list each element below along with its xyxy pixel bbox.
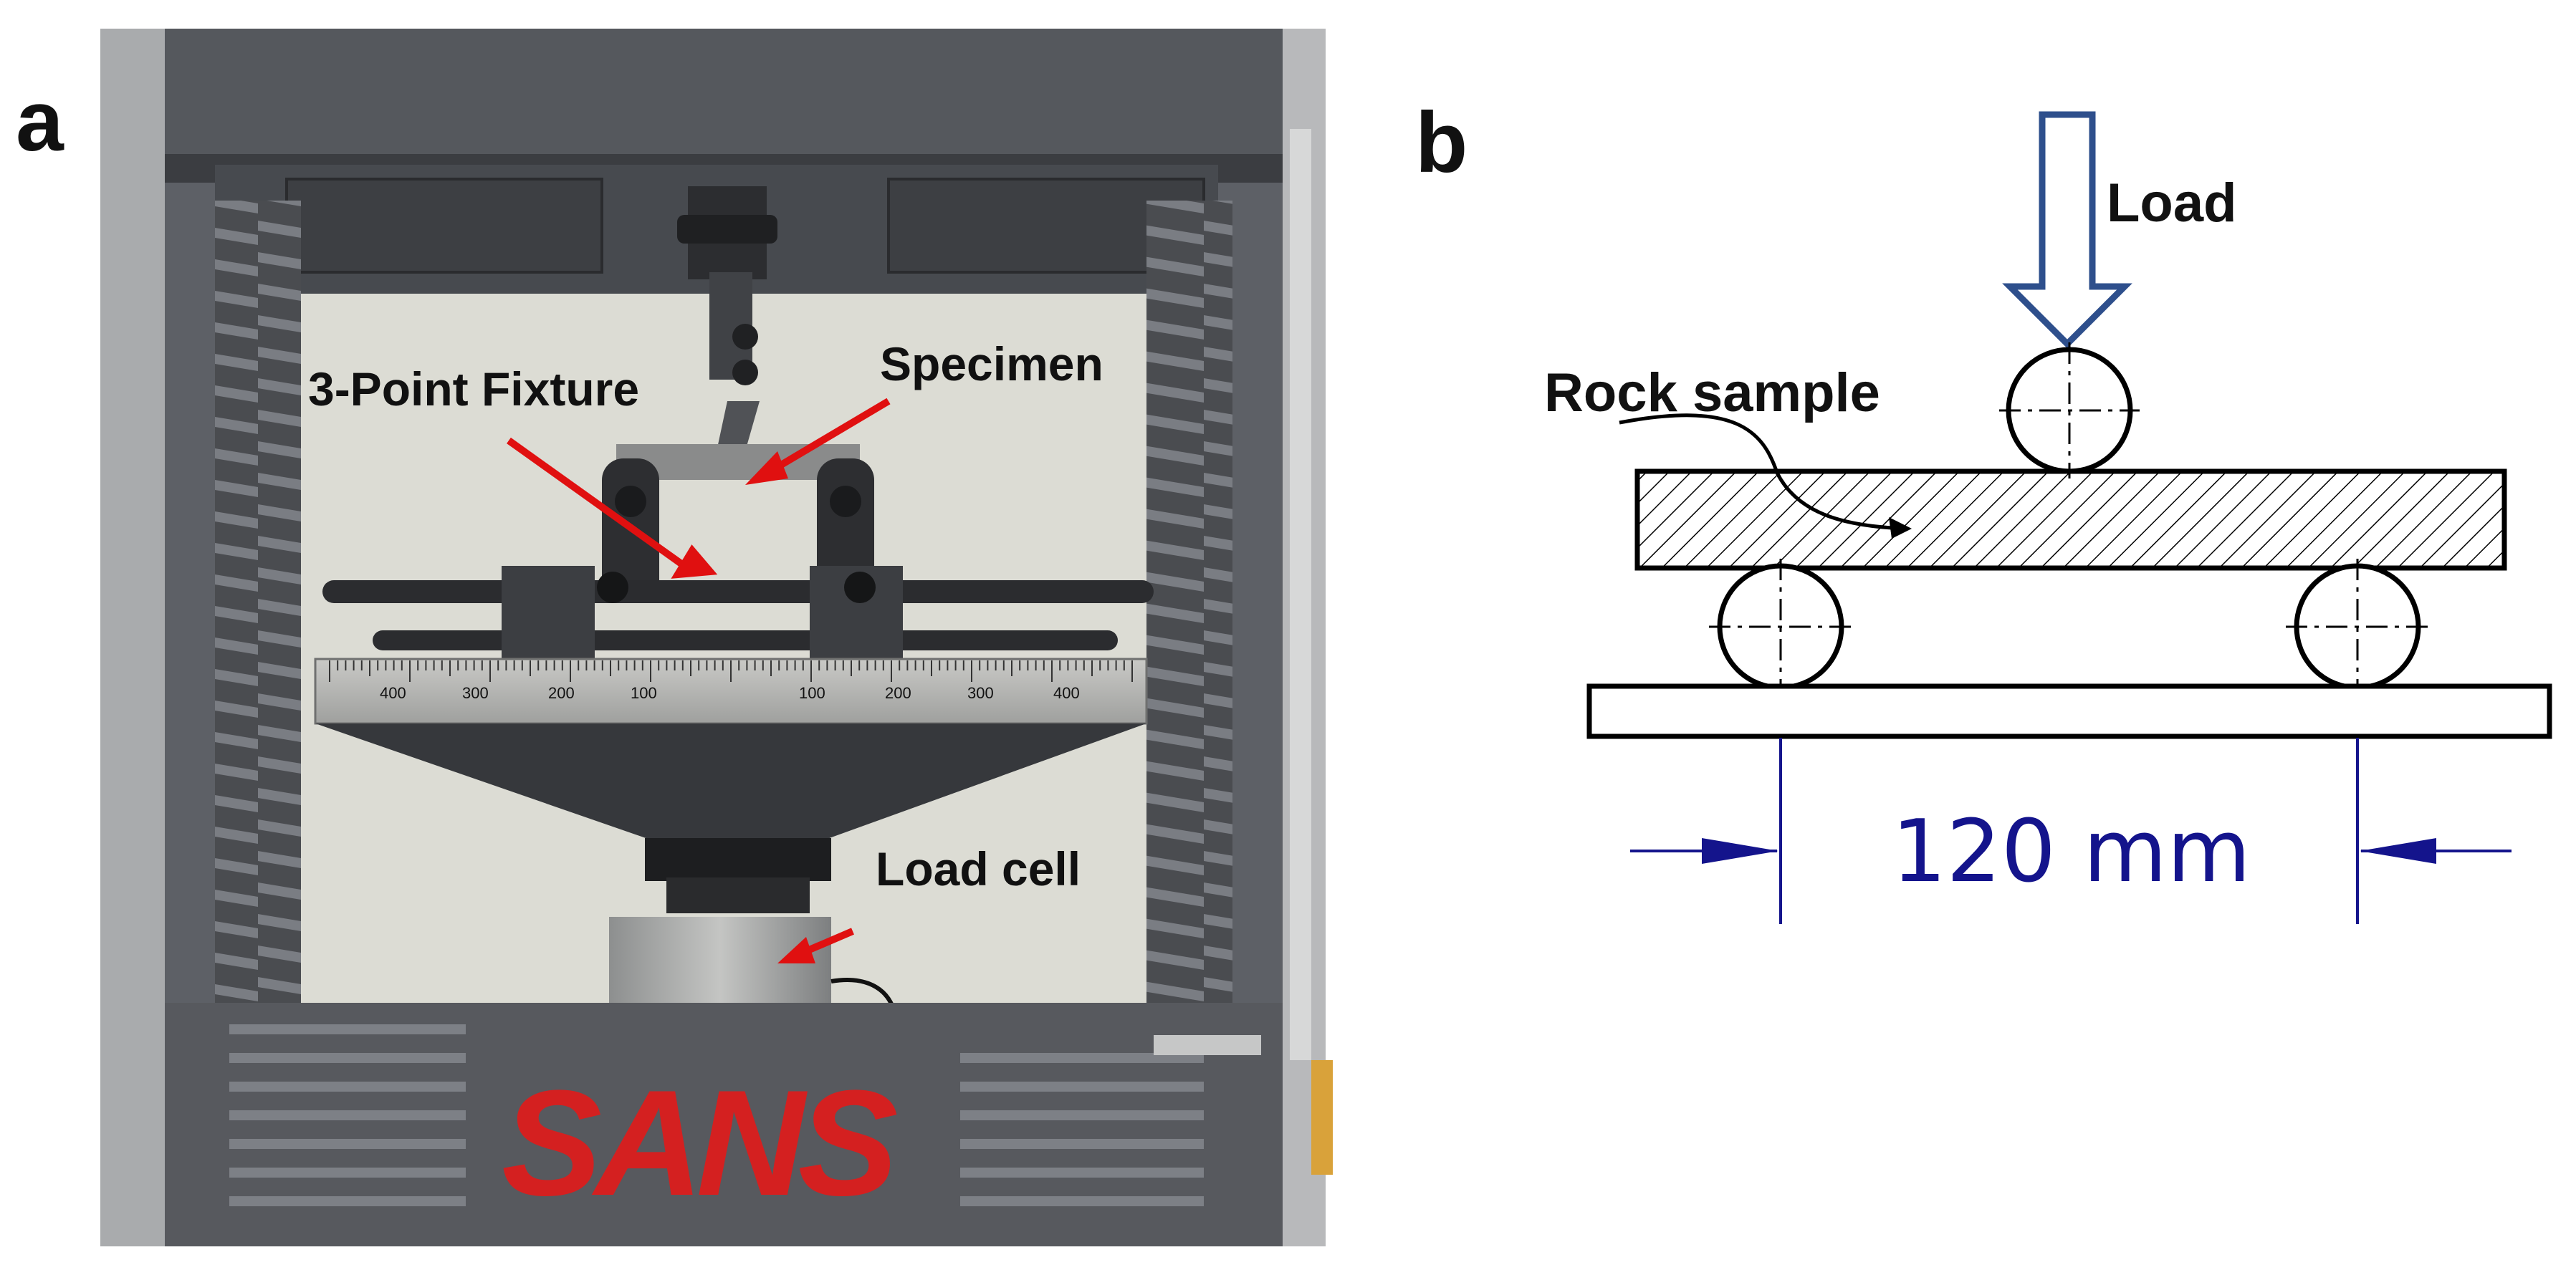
rock-sample-leader [1619,413,1907,531]
callout-arrows [507,398,891,963]
specimen-label: Specimen [880,337,1103,390]
lower-fixture-base [315,723,1146,845]
panel-a-letter: a [16,73,64,169]
testing-machine-photo [100,29,1333,1246]
top-roller [1999,342,2140,478]
right-louver [1146,201,1232,1010]
rock-sample-label: Rock sample [1544,362,1880,423]
left-support-roller [1709,559,1852,695]
fixture-label: 3-Point Fixture [308,362,640,415]
sans-brand-logo: SANS [502,1059,898,1227]
load-cell-label: Load cell [876,842,1081,895]
rock-sample-beam [1634,468,2507,571]
span-dimension [1630,738,2512,924]
panel-b-letter: b [1415,95,1468,191]
span-dimension-label: 120 mm [1892,802,2251,902]
right-support-roller [2286,559,2429,695]
left-louver [215,201,301,1010]
load-label: Load [2107,173,2237,234]
base-plate [1586,683,2552,739]
load-arrow [2002,111,2132,349]
